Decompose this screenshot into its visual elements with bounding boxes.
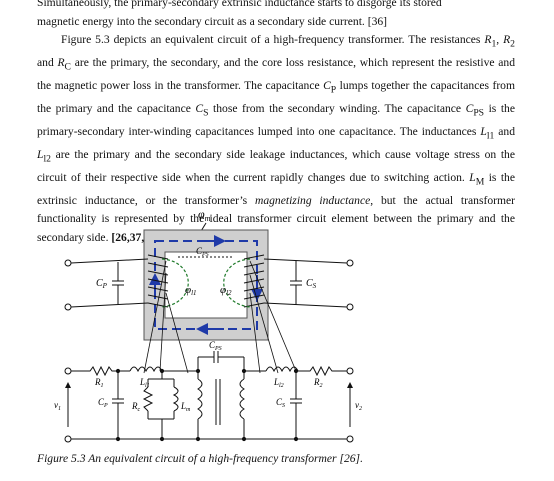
label-phi-l2: φl2 — [220, 284, 232, 297]
bottom-circuit-wires — [64, 351, 354, 443]
text-run: are the primary and the secondary side l… — [37, 147, 515, 184]
text-run: , but the actual transformer functionali… — [37, 193, 515, 244]
symbol-cp: C — [323, 79, 331, 92]
text-run: and — [494, 124, 516, 138]
text-run: Figure 5.3 depicts an equivalent circuit… — [61, 33, 485, 47]
label-l11: Ll1 — [139, 377, 150, 389]
text-run: are the primary, the secondary, and the … — [37, 56, 515, 92]
symbol-cps-sub: PS — [473, 107, 485, 119]
text-run: is the primary-secondary inter-winding c… — [37, 101, 515, 138]
svg-text:φm: φm — [198, 207, 211, 223]
body-text: Simultaneously, the primary-secondary ex… — [37, 0, 515, 247]
label-cp-top: CP — [96, 278, 108, 290]
text-run: those from the secondary winding. The ca… — [208, 101, 466, 115]
emphasis-magnetizing-inductance: magnetizing inductance — [254, 193, 371, 207]
text-run: , — [496, 33, 504, 47]
symbol-rc: R — [57, 56, 65, 70]
symbol-l12-sub: l2 — [43, 153, 51, 165]
symbol-cs-sub: S — [203, 107, 209, 119]
label-cps-top: CPS — [196, 246, 209, 258]
label-lm: Lm — [180, 401, 191, 413]
label-v1: v1 — [54, 400, 61, 412]
text-run: lumps together the capacitances from the… — [37, 79, 515, 115]
symbol-r2-sub: 2 — [510, 38, 515, 50]
symbol-r1: R — [484, 33, 492, 47]
label-r2: R2 — [313, 377, 323, 389]
symbol-rc-sub: C — [64, 61, 71, 73]
label-v2: v2 — [355, 400, 362, 412]
symbol-r2: R — [503, 33, 511, 47]
label-cs-bottom: CS — [276, 397, 285, 409]
pointer-lines — [143, 260, 297, 374]
symbol-cs: C — [195, 101, 204, 115]
figure-caption: Figure 5.3 An equivalent circuit of a hi… — [37, 452, 363, 465]
prev-line-1: Simultaneously, the primary-secondary ex… — [37, 0, 442, 9]
text-run: is the extrinsic inductance, or the tran… — [37, 170, 515, 207]
symbol-cps: C — [465, 101, 474, 115]
label-l12: Ll2 — [273, 377, 284, 389]
previous-paragraph-end: Simultaneously, the primary-secondary ex… — [37, 0, 515, 31]
label-rc: Rc — [131, 401, 141, 413]
symbol-lm: L — [469, 170, 476, 184]
symbol-cp-sub: P — [330, 84, 337, 96]
label-cps-bottom: CPS — [209, 340, 222, 352]
top-circuit-wires — [64, 256, 354, 311]
main-paragraph: Figure 5.3 depicts an equivalent circuit… — [37, 31, 515, 247]
symbol-r1-sub: 1 — [491, 38, 497, 50]
symbol-lm-sub: M — [475, 175, 485, 187]
label-cs-top: CS — [306, 278, 317, 290]
text-run: and — [37, 56, 58, 70]
primary-winding — [147, 254, 169, 308]
symbol-l11: L — [480, 124, 487, 138]
label-phi-l1: φl1 — [185, 284, 197, 297]
transformer-core — [143, 229, 269, 341]
flux-phi-m-label: φm — [198, 207, 211, 223]
symbol-l11-sub: l1 — [486, 130, 495, 142]
label-r1: R1 — [94, 377, 104, 389]
symbol-l12: L — [37, 147, 44, 161]
prev-line-2: magnetic energy into the secondary circu… — [37, 14, 388, 28]
equivalent-circuit-figure: φm — [54, 207, 362, 443]
label-cp-bottom: CP — [98, 397, 108, 409]
